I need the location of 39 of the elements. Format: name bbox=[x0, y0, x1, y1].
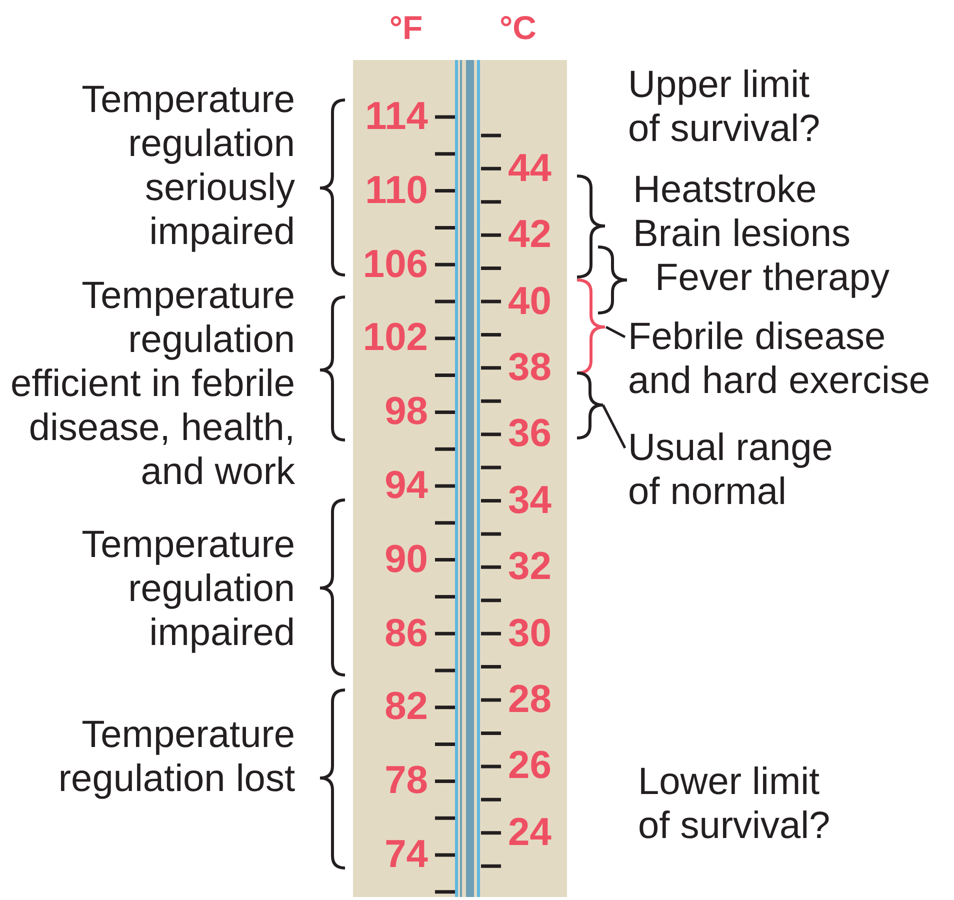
scale-label: 30 bbox=[508, 614, 552, 654]
scale-label: 36 bbox=[508, 414, 552, 454]
scale-label: 42 bbox=[508, 215, 552, 256]
scale-label: °C bbox=[498, 8, 538, 48]
curly-brace bbox=[576, 372, 604, 440]
scale-label: 90 bbox=[384, 540, 428, 580]
scale-label: °F bbox=[388, 8, 424, 48]
scale-label: 86 bbox=[384, 614, 428, 654]
leader-line bbox=[605, 326, 626, 338]
scale-label: 106 bbox=[362, 244, 428, 285]
scale-label: 114 bbox=[365, 97, 428, 137]
annotation-text: Upper limit of survival? bbox=[628, 63, 822, 151]
scale-label: 38 bbox=[508, 348, 552, 388]
annotation-text: Brain lesions bbox=[633, 212, 852, 256]
scale-label: 98 bbox=[384, 392, 428, 432]
annotation-text: Temperature regulation impaired bbox=[80, 523, 295, 655]
scale-label: 34 bbox=[508, 480, 552, 521]
annotation-text: Temperature regulation lost bbox=[57, 713, 295, 801]
scale-label: 32 bbox=[508, 547, 552, 588]
scale-label: 94 bbox=[384, 466, 428, 506]
scale-label: 26 bbox=[508, 746, 552, 786]
scale-label: 24 bbox=[508, 812, 552, 853]
scale-label: 78 bbox=[384, 761, 428, 802]
scale-label: 44 bbox=[508, 148, 552, 189]
annotation-text: Fever therapy bbox=[655, 256, 890, 300]
scale-label: 40 bbox=[508, 282, 552, 322]
leader-line bbox=[602, 404, 626, 449]
scale-label: 110 bbox=[365, 170, 428, 211]
scale-label: 74 bbox=[384, 835, 428, 875]
annotation-text: Temperature regulation efficient in febrile disease, health, and work bbox=[10, 274, 295, 494]
scale-label: 28 bbox=[508, 680, 552, 720]
curly-brace bbox=[576, 278, 606, 374]
scale-label: 82 bbox=[384, 687, 428, 728]
annotation-text: Usual range of normal bbox=[628, 426, 863, 514]
annotation-text: Febrile disease and hard exercise bbox=[628, 315, 950, 403]
scale-label: 102 bbox=[362, 318, 428, 358]
annotation-text: Heatstroke bbox=[633, 168, 818, 212]
annotation-text: Temperature regulation seriously impaired bbox=[80, 78, 295, 254]
annotation-text: Lower limit of survival? bbox=[638, 760, 832, 848]
